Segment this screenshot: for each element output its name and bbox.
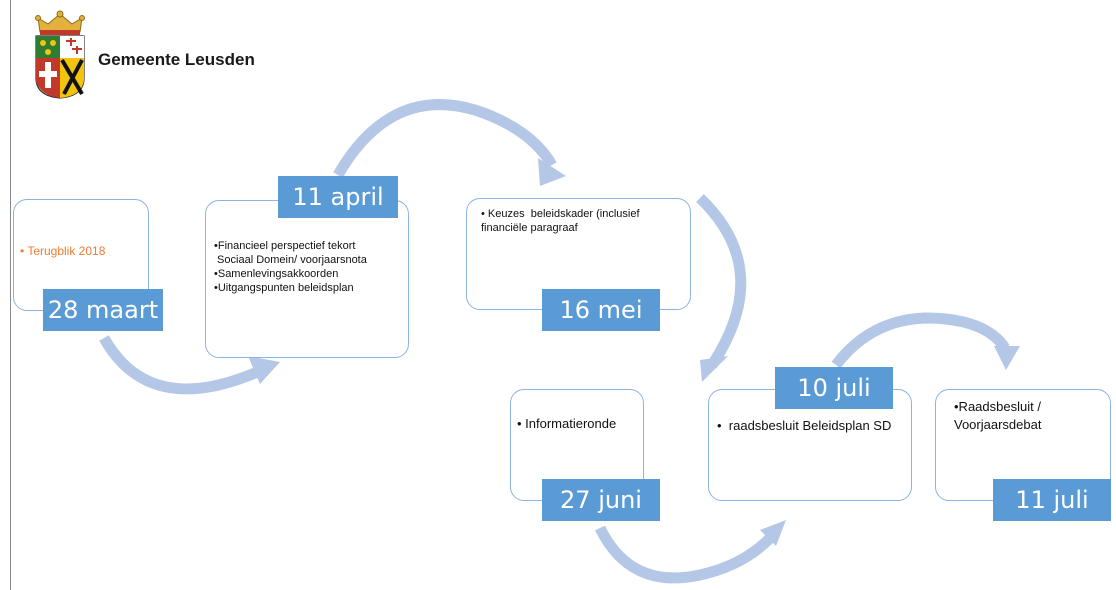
arrowhead-5 <box>994 346 1020 370</box>
step-item: Voorjaarsdebat <box>954 417 1042 432</box>
step-item: •Uitgangspunten beleidsplan <box>214 282 354 294</box>
arrow-step2-to-step3 <box>333 99 557 178</box>
date-label-11-april: 11 april <box>278 176 398 218</box>
step-card-11-april: •Financieel perspectief tekort Sociaal D… <box>205 200 409 358</box>
step-item: •Raadsbesluit / <box>954 399 1041 414</box>
step-item: Sociaal Domein/ voorjaarsnota <box>214 254 367 266</box>
step-item: • raadsbesluit Beleidsplan SD <box>717 418 892 433</box>
date-label-11-juli: 11 juli <box>993 479 1111 521</box>
date-label-27-juni: 27 juni <box>542 479 660 521</box>
arrow-step3-to-step4 <box>696 194 747 369</box>
arrowhead-4 <box>760 520 786 546</box>
step-item: • Terugblik 2018 <box>20 244 106 258</box>
date-label-28-maart: 28 maart <box>43 289 163 331</box>
arrowhead-2 <box>538 158 566 186</box>
step-item: •Financieel perspectief tekort <box>214 240 356 252</box>
step-item: financiële paragraaf <box>481 222 578 234</box>
date-label-16-mei: 16 mei <box>542 289 660 331</box>
step-item: • Keuzes beleidskader (inclusief <box>481 208 640 220</box>
date-label-10-juli: 10 juli <box>775 367 893 409</box>
step-item: •Samenlevingsakkoorden <box>214 268 339 280</box>
coat-of-arms-logo <box>28 10 92 100</box>
left-divider <box>10 0 11 590</box>
arrow-step4-to-step5 <box>595 525 777 584</box>
arrow-step1-to-step2 <box>99 335 265 395</box>
arrowhead-3 <box>700 356 728 382</box>
arrow-step5-to-step6 <box>831 312 1010 369</box>
arrowhead-1 <box>248 356 280 384</box>
step-item: • Informatieronde <box>517 416 617 431</box>
organization-name: Gemeente Leusden <box>98 50 255 69</box>
